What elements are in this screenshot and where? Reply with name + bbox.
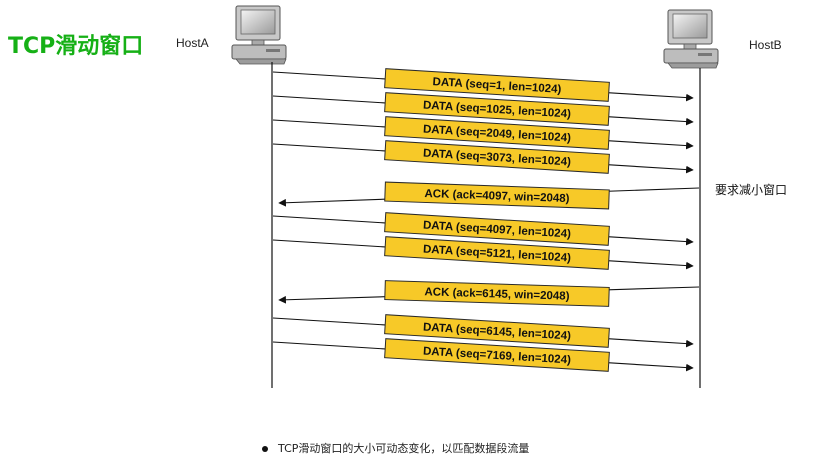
host-b-label: HostB	[749, 38, 782, 52]
host-a-label: HostA	[176, 36, 209, 50]
message-box: DATA (seq=5121, len=1024)	[384, 236, 610, 270]
message-box-bg	[384, 181, 610, 210]
message-6: DATA (seq=4097, len=1024)	[272, 212, 694, 246]
message-box-bg	[384, 92, 610, 126]
message-9: DATA (seq=6145, len=1024)	[272, 314, 694, 348]
message-4: DATA (seq=3073, len=1024)	[272, 140, 694, 174]
message-box: DATA (seq=7169, len=1024)	[384, 338, 610, 372]
message-box: ACK (ack=4097, win=2048)	[384, 181, 610, 210]
host-b-computer-icon	[663, 9, 719, 69]
message-10: DATA (seq=7169, len=1024)	[272, 338, 694, 372]
summary-text: TCP滑动窗口的大小可动态变化，以匹配数据段流量	[278, 442, 530, 455]
message-3: DATA (seq=2049, len=1024)	[272, 116, 694, 150]
host-a-computer-icon	[231, 5, 287, 65]
message-box-bg	[384, 338, 610, 372]
message-list: DATA (seq=1, len=1024)DATA (seq=1025, le…	[272, 68, 700, 372]
message-box-bg	[384, 236, 610, 270]
message-label: ACK (ack=4097, win=2048)	[424, 188, 570, 205]
message-box-bg	[384, 68, 610, 102]
message-box: DATA (seq=4097, len=1024)	[384, 212, 610, 246]
message-7: DATA (seq=5121, len=1024)	[272, 236, 694, 270]
message-box: DATA (seq=3073, len=1024)	[384, 140, 610, 174]
message-box-bg	[384, 314, 610, 348]
message-box: DATA (seq=1, len=1024)	[384, 68, 610, 102]
summary-bullet: TCP滑动窗口的大小可动态变化，以匹配数据段流量	[262, 440, 529, 456]
message-5: ACK (ack=4097, win=2048)	[278, 181, 700, 210]
message-box-bg	[384, 140, 610, 174]
message-label: ACK (ack=6145, win=2048)	[424, 286, 570, 302]
slide-title: TCP滑动窗口	[8, 34, 144, 59]
message-8: ACK (ack=6145, win=2048)	[278, 280, 700, 307]
message-box-bg	[384, 280, 610, 307]
message-box: ACK (ack=6145, win=2048)	[384, 280, 610, 307]
message-box-bg	[384, 212, 610, 246]
message-box: DATA (seq=2049, len=1024)	[384, 116, 610, 150]
reduce-window-note: 要求减小窗口	[715, 183, 788, 197]
message-1: DATA (seq=1, len=1024)	[272, 68, 694, 102]
message-box-bg	[384, 116, 610, 150]
message-box: DATA (seq=6145, len=1024)	[384, 314, 610, 348]
message-2: DATA (seq=1025, len=1024)	[272, 92, 694, 126]
message-box: DATA (seq=1025, len=1024)	[384, 92, 610, 126]
bullet-dot-icon	[262, 446, 268, 452]
